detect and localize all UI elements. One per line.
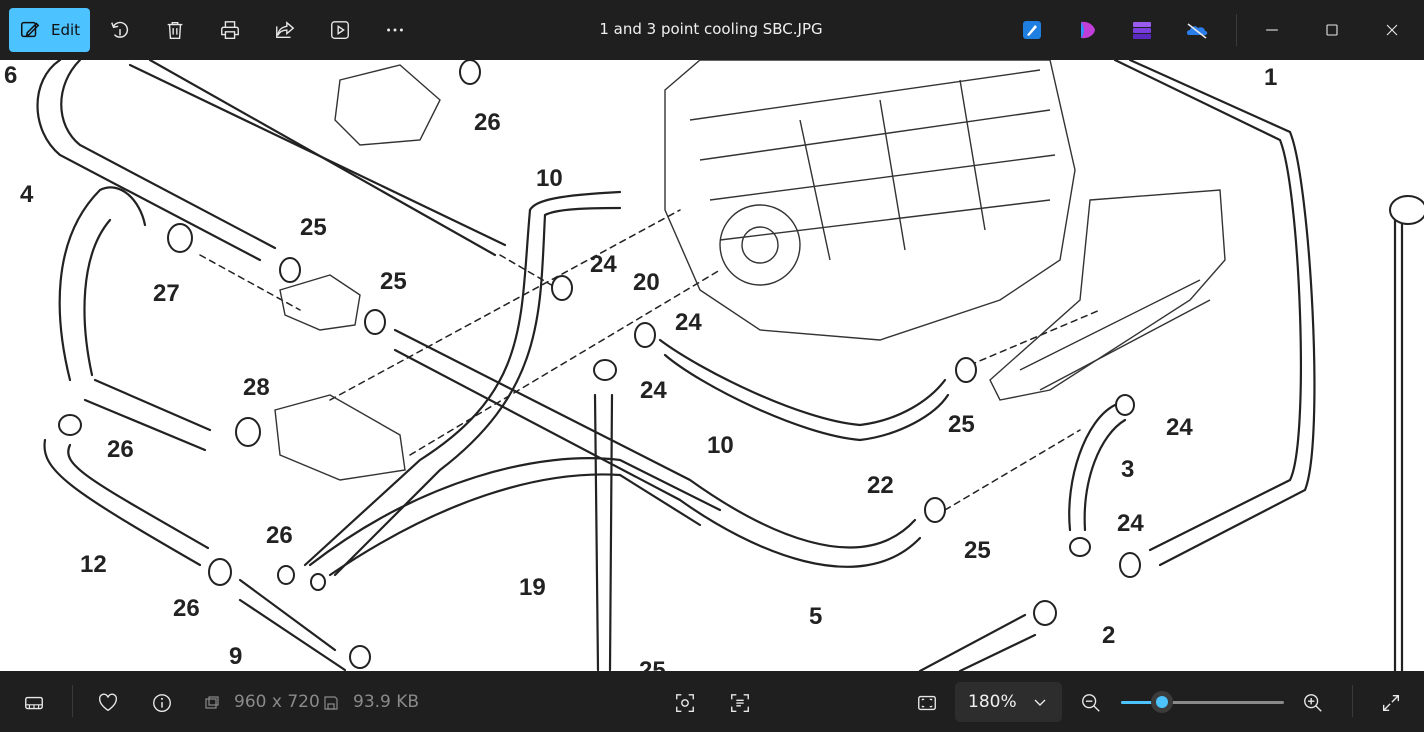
title-bar-separator bbox=[1236, 14, 1237, 46]
heart-icon bbox=[99, 693, 117, 712]
maximize-button[interactable] bbox=[1318, 16, 1346, 44]
zoom-dropdown[interactable]: 180% bbox=[955, 682, 1062, 722]
status-separator bbox=[72, 685, 73, 717]
filmstrip-icon bbox=[25, 696, 43, 710]
clipchamp-app-button[interactable] bbox=[1129, 17, 1155, 43]
label-12: 12 bbox=[80, 551, 107, 578]
label-26b: 26 bbox=[107, 436, 134, 463]
clipchamp-icon bbox=[1133, 22, 1151, 39]
label-24c: 24 bbox=[1117, 510, 1144, 537]
maximize-icon bbox=[1326, 24, 1338, 36]
fullscreen-button[interactable] bbox=[1378, 690, 1404, 716]
label-24b: 24 bbox=[1166, 414, 1193, 441]
zoom-out-icon bbox=[1082, 694, 1100, 712]
edit-button[interactable]: Edit bbox=[9, 8, 90, 52]
fit-window-icon bbox=[918, 695, 936, 711]
minimize-button[interactable] bbox=[1258, 16, 1286, 44]
copilot-icon bbox=[1081, 21, 1095, 39]
info-button[interactable] bbox=[149, 690, 175, 716]
rotate-icon bbox=[111, 21, 129, 38]
image-dimensions: 960 x 720 bbox=[234, 692, 320, 712]
favorite-button[interactable] bbox=[95, 690, 121, 716]
label-20: 20 bbox=[633, 269, 660, 296]
label-10a: 10 bbox=[536, 165, 563, 192]
zoom-in-icon bbox=[1304, 694, 1322, 712]
label-26c: 26 bbox=[266, 522, 293, 549]
filesize-icon bbox=[324, 696, 338, 710]
delete-button[interactable] bbox=[161, 16, 189, 44]
label-28: 28 bbox=[243, 374, 270, 401]
zoom-slider-thumb[interactable] bbox=[1150, 691, 1173, 713]
copilot-app-button[interactable] bbox=[1075, 17, 1101, 43]
label-25a: 25 bbox=[300, 214, 327, 241]
zoom-out-button[interactable] bbox=[1078, 690, 1104, 716]
label-5: 5 bbox=[809, 603, 822, 630]
fit-to-window-button[interactable] bbox=[914, 690, 940, 716]
share-icon bbox=[276, 21, 295, 39]
print-icon bbox=[221, 21, 239, 39]
zoom-level: 180% bbox=[968, 692, 1017, 712]
label-22: 22 bbox=[867, 472, 894, 499]
visual-search-icon bbox=[676, 694, 694, 712]
zoom-slider-fill bbox=[1121, 701, 1162, 704]
window-title: 1 and 3 point cooling SBC.JPG bbox=[599, 20, 823, 38]
fullscreen-icon bbox=[1382, 694, 1400, 712]
label-24d: 24 bbox=[640, 377, 667, 404]
label-19: 19 bbox=[519, 574, 546, 601]
minimize-icon bbox=[1266, 29, 1278, 31]
onedrive-app-button[interactable] bbox=[1184, 17, 1210, 43]
designer-app-button[interactable] bbox=[1019, 17, 1045, 43]
label-25e: 25 bbox=[639, 657, 666, 671]
label-26a: 26 bbox=[474, 109, 501, 136]
close-button[interactable] bbox=[1378, 16, 1406, 44]
label-10b: 10 bbox=[707, 432, 734, 459]
status-separator-right bbox=[1352, 685, 1353, 717]
more-button[interactable] bbox=[381, 16, 409, 44]
text-scan-button[interactable] bbox=[727, 690, 753, 716]
title-bar: Edit 1 and 3 bbox=[0, 0, 1424, 60]
filmstrip-button[interactable] bbox=[21, 690, 47, 716]
visual-search-button[interactable] bbox=[672, 690, 698, 716]
label-25c: 25 bbox=[948, 411, 975, 438]
resolution-icon bbox=[205, 696, 219, 709]
edit-image-icon bbox=[21, 21, 40, 38]
file-size: 93.9 KB bbox=[353, 692, 420, 712]
zoom-in-button[interactable] bbox=[1300, 690, 1326, 716]
image-canvas[interactable]: 6 26 10 1 4 25 27 24 20 25 28 26 10 22 2… bbox=[0, 60, 1424, 671]
zoom-slider[interactable] bbox=[1121, 701, 1284, 704]
label-26d: 26 bbox=[173, 595, 200, 622]
chevron-down-icon bbox=[1034, 699, 1046, 706]
cooling-diagram-image: 6 26 10 1 4 25 27 24 20 25 28 26 10 22 2… bbox=[4, 60, 1424, 671]
print-button[interactable] bbox=[216, 16, 244, 44]
info-icon bbox=[153, 694, 171, 712]
slideshow-icon bbox=[331, 21, 349, 39]
more-icon bbox=[387, 28, 403, 32]
label-27: 27 bbox=[153, 280, 180, 307]
share-button[interactable] bbox=[271, 16, 299, 44]
label-24a: 24 bbox=[590, 251, 617, 278]
label-6: 6 bbox=[4, 62, 17, 89]
label-4: 4 bbox=[20, 181, 34, 208]
rotate-button[interactable] bbox=[106, 16, 134, 44]
label-24e: 24 bbox=[675, 309, 702, 336]
label-1: 1 bbox=[1264, 64, 1277, 91]
onedrive-icon bbox=[1186, 23, 1208, 39]
designer-icon bbox=[1023, 21, 1041, 39]
edit-label: Edit bbox=[51, 21, 81, 39]
label-9: 9 bbox=[229, 643, 242, 670]
text-scan-icon bbox=[731, 694, 749, 712]
label-2: 2 bbox=[1102, 622, 1115, 649]
slideshow-button[interactable] bbox=[326, 16, 354, 44]
label-25b: 25 bbox=[380, 268, 407, 295]
delete-icon bbox=[167, 21, 183, 39]
label-3: 3 bbox=[1121, 456, 1134, 483]
label-25d: 25 bbox=[964, 537, 991, 564]
close-icon bbox=[1386, 24, 1398, 36]
status-bar: 960 x 720 93.9 KB 180% bbox=[0, 671, 1424, 732]
